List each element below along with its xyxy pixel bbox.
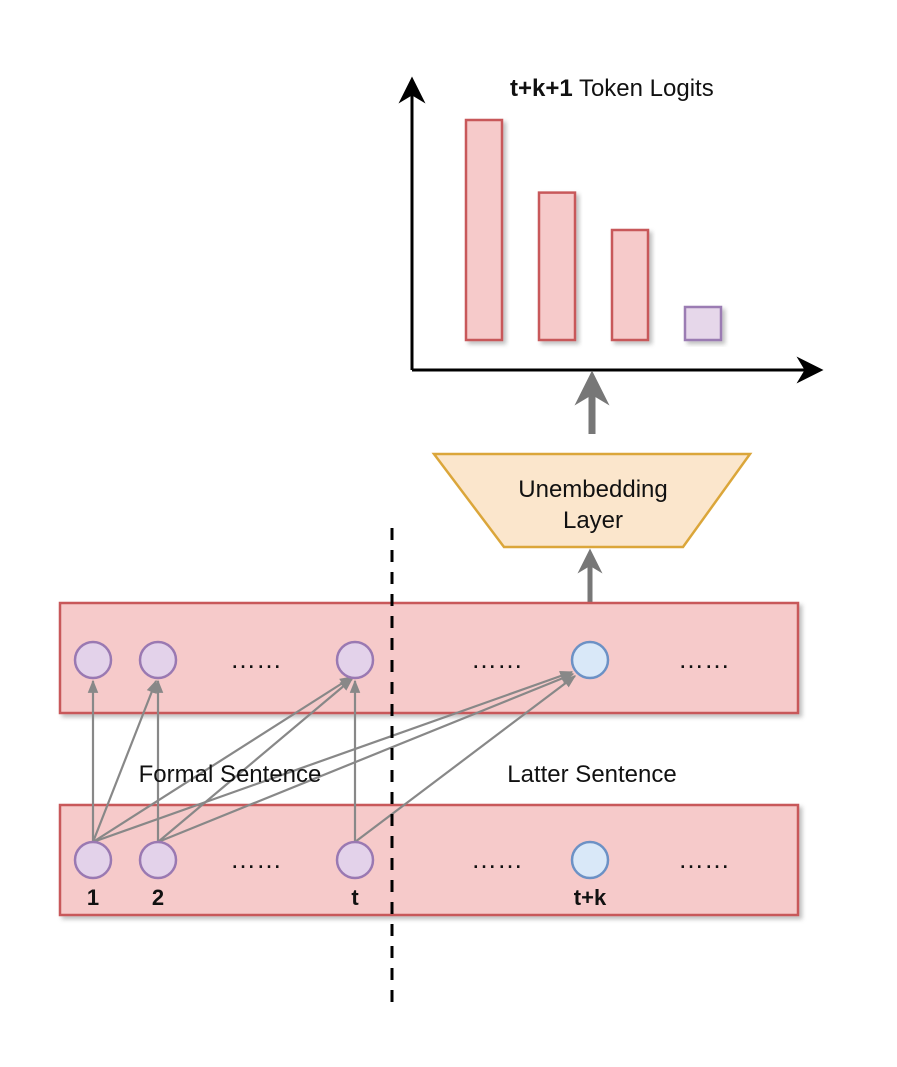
bottom-layer-band bbox=[58, 803, 800, 917]
logit-bar-3 bbox=[610, 228, 650, 342]
edge-1-tk bbox=[92, 670, 574, 844]
caption-latter-sentence: Latter Sentence bbox=[507, 761, 676, 788]
logit-bar-4 bbox=[683, 305, 723, 342]
edge-2-t bbox=[157, 678, 354, 843]
bottom-ellipsis-3: …… bbox=[678, 844, 730, 874]
bottom-node-tk bbox=[570, 840, 610, 880]
top-node-2 bbox=[138, 640, 178, 680]
unembedding-label-line1: Unembedding bbox=[518, 476, 667, 503]
edge-2-tk bbox=[157, 672, 575, 844]
logit-bar-1 bbox=[464, 118, 504, 342]
top-layer-band bbox=[58, 601, 800, 715]
bottom-ellipsis-2: …… bbox=[471, 844, 523, 874]
token-label-1: 1 bbox=[87, 885, 99, 910]
caption-formal-sentence: Formal Sentence bbox=[139, 761, 322, 788]
token-label-tk: t+k bbox=[574, 885, 607, 910]
token-label-2: 2 bbox=[152, 885, 164, 910]
attention-edges bbox=[87, 670, 577, 844]
top-ellipsis-2: …… bbox=[471, 644, 523, 674]
chart-title: t+k+1 Token Logits bbox=[510, 75, 714, 102]
top-node-1 bbox=[73, 640, 113, 680]
top-node-t bbox=[335, 640, 375, 680]
edge-1-2 bbox=[91, 679, 158, 843]
top-node-tk bbox=[570, 640, 610, 680]
top-ellipsis-3: …… bbox=[678, 644, 730, 674]
unembedding-layer bbox=[431, 452, 753, 549]
logit-bar-2 bbox=[537, 191, 577, 342]
unembedding-label-line2: Layer bbox=[563, 507, 623, 534]
bottom-ellipsis-1: …… bbox=[230, 844, 282, 874]
token-label-t: t bbox=[351, 885, 359, 910]
bottom-node-1 bbox=[73, 840, 113, 880]
logit-bars bbox=[464, 118, 723, 342]
chart-title-rest: Token Logits bbox=[573, 75, 714, 102]
bottom-node-2 bbox=[138, 840, 178, 880]
bottom-node-t bbox=[335, 840, 375, 880]
top-ellipsis-1: …… bbox=[230, 644, 282, 674]
edge-1-t bbox=[92, 676, 354, 843]
chart-title-bold: t+k+1 bbox=[510, 75, 573, 102]
